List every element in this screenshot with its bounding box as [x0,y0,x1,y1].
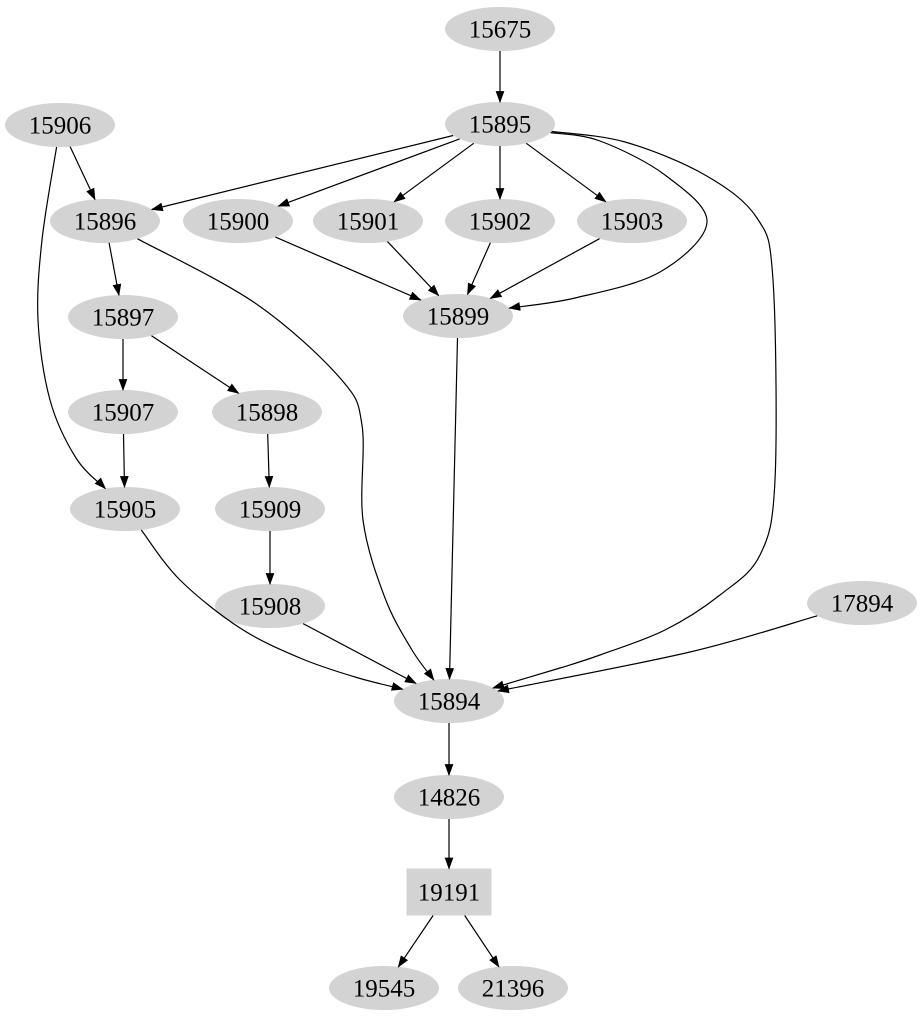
edge-15907-15905 [119,433,129,489]
edge-15895-15896 [150,134,454,212]
node-ellipse-15896 [50,199,160,243]
edge-15895-15901 [393,142,475,203]
edge-15895-15903 [525,142,607,203]
node-15900: 15900 [183,199,293,243]
edge-15896-15897 [108,242,122,297]
edge-15895-15894 [492,130,777,690]
node-label-17894: 17894 [831,591,894,618]
node-label-15905: 15905 [94,497,157,524]
node-15899: 15899 [403,294,513,338]
node-ellipse-15903 [577,199,687,243]
node-label-19191: 19191 [418,880,481,907]
edge-15895-15899 [508,132,708,311]
node-ellipse-21396 [458,966,568,1010]
node-ellipse-15900 [183,199,293,243]
node-label-19545: 19545 [353,976,416,1003]
node-ellipse-15908 [215,584,325,628]
edge-15898-15909 [264,433,274,489]
edge-15900-15899 [275,236,422,301]
node-15901: 15901 [313,199,423,243]
node-label-15907: 15907 [92,400,155,427]
node-label-15903: 15903 [601,209,664,236]
node-ellipse-15897 [68,295,178,339]
edges-layer [37,51,818,968]
node-21396: 21396 [458,966,568,1010]
node-ellipse-15898 [212,390,322,434]
edge-15901-15899 [387,241,440,297]
node-label-15675: 15675 [469,17,532,44]
node-label-21396: 21396 [482,976,545,1003]
node-15905: 15905 [70,487,180,531]
edge-15905-15894 [140,529,404,691]
node-17894: 17894 [807,581,917,625]
node-label-15896: 15896 [74,209,137,236]
edge-15897-15898 [151,335,240,394]
node-15894: 15894 [394,679,504,723]
node-19545: 19545 [329,966,439,1010]
node-ellipse-15894 [394,679,504,723]
node-label-15900: 15900 [207,209,270,236]
node-box-19191 [406,868,492,916]
node-label-15894: 15894 [418,689,481,716]
node-15675: 15675 [445,7,555,51]
node-ellipse-15902 [445,199,555,243]
node-15898: 15898 [212,390,322,434]
node-15897: 15897 [68,295,178,339]
node-label-15909: 15909 [239,497,302,524]
node-14826: 14826 [394,775,504,819]
node-label-15897: 15897 [92,305,155,332]
node-ellipse-15895 [445,102,555,146]
node-ellipse-15906 [5,103,115,147]
edge-15906-15896 [69,146,96,201]
node-ellipse-17894 [807,581,917,625]
node-ellipse-15905 [70,487,180,531]
node-ellipse-15909 [215,487,325,531]
edge-15896-15894 [137,238,435,681]
edge-17894-15894 [496,615,818,694]
node-19191: 19191 [406,868,492,916]
node-15909: 15909 [215,487,325,531]
edge-15906-15905 [37,146,107,490]
edge-19191-19545 [397,915,434,968]
node-15907: 15907 [68,390,178,434]
node-15902: 15902 [445,199,555,243]
node-label-15908: 15908 [239,594,302,621]
node-ellipse-15675 [445,7,555,51]
node-label-15902: 15902 [469,209,532,236]
edge-19191-21396 [464,915,500,968]
edge-15908-15894 [302,623,417,684]
node-ellipse-15901 [313,199,423,243]
edge-15903-15899 [489,238,600,299]
edge-15895-15900 [277,138,460,207]
node-15896: 15896 [50,199,160,243]
node-15895: 15895 [445,102,555,146]
node-15903: 15903 [577,199,687,243]
node-ellipse-14826 [394,775,504,819]
node-label-15898: 15898 [236,400,299,427]
node-ellipse-19545 [329,966,439,1010]
edge-15899-15894 [445,337,459,681]
edge-15902-15899 [467,242,491,296]
node-ellipse-15899 [403,294,513,338]
node-15908: 15908 [215,584,325,628]
nodes-layer: 15675 15895 15906 15896 15900 15901 15902 15903… [5,7,917,1010]
node-label-14826: 14826 [418,785,481,812]
node-ellipse-15907 [68,390,178,434]
node-label-15899: 15899 [427,304,490,331]
node-label-15906: 15906 [29,113,92,140]
node-label-15901: 15901 [337,209,400,236]
node-label-15895: 15895 [469,112,532,139]
node-15906: 15906 [5,103,115,147]
